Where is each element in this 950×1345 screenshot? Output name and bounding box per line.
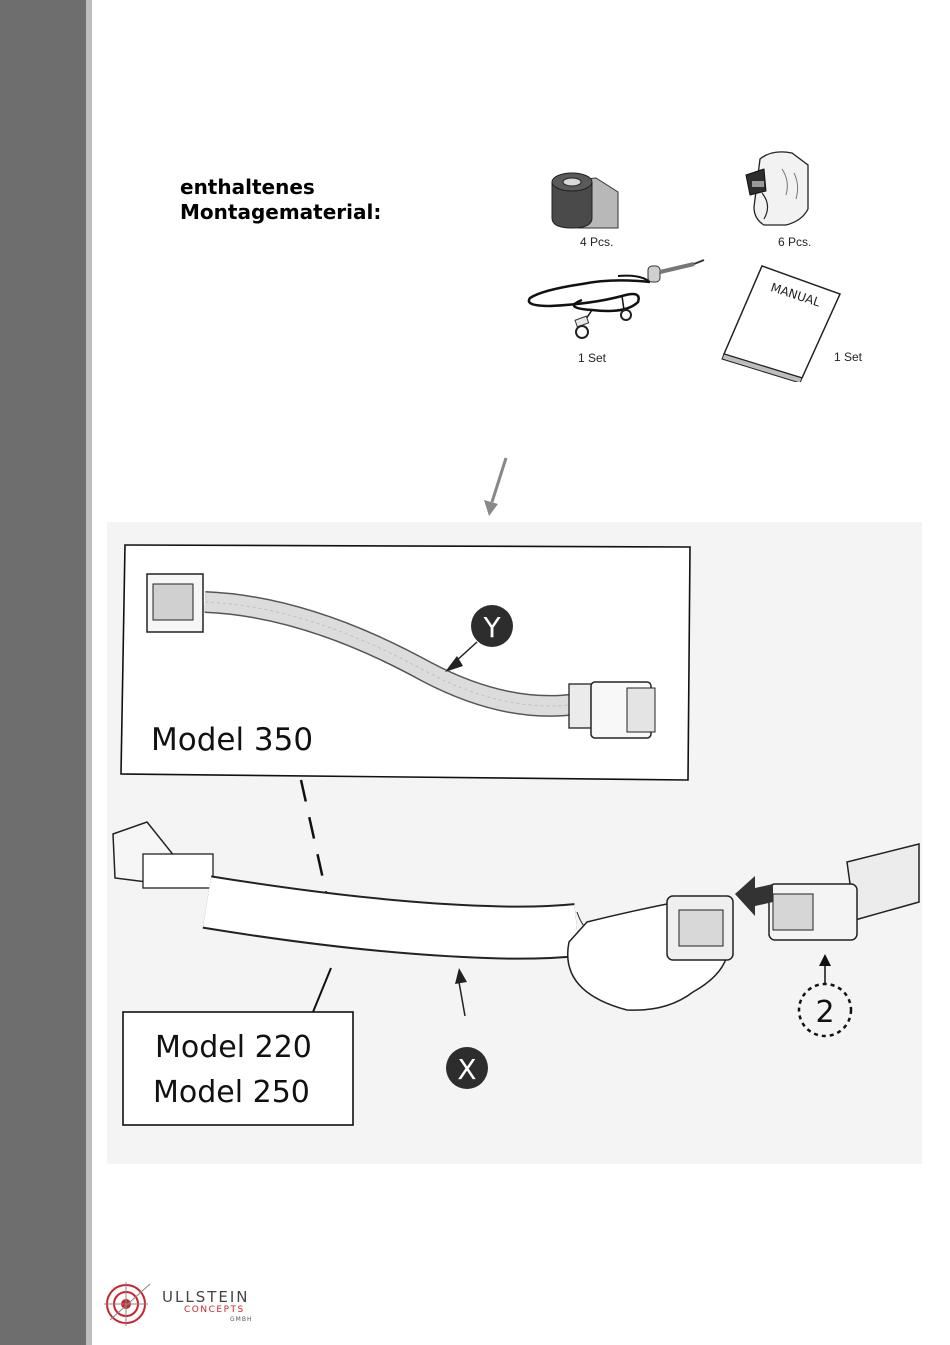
cable-diagram-drawing: Y Model 350 X — [107, 522, 922, 1164]
cable-clip-icon — [742, 147, 814, 229]
materials-heading: enthaltenes Montagematerial: — [180, 175, 381, 225]
cable-diagram: Y Model 350 X — [107, 522, 922, 1164]
pointer-arrow-icon — [480, 456, 510, 518]
target-crosshair-icon — [104, 1280, 152, 1328]
manual-quantity: 1 Set — [834, 350, 862, 364]
sidebar-edge — [86, 0, 92, 1345]
wire-quantity: 1 Set — [578, 351, 606, 365]
clip-quantity: 6 Pcs. — [778, 235, 811, 249]
materials-heading-line2: Montagematerial: — [180, 200, 381, 225]
ground-wire-icon — [522, 252, 710, 344]
cable-y-badge: Y — [482, 611, 501, 644]
manual-booklet-icon: MANUAL — [720, 262, 845, 382]
tape-roll-icon — [548, 170, 623, 232]
connector-plug-icon: 2 — [735, 844, 919, 1036]
left-sidebar-band — [0, 0, 86, 1345]
cable-x-badge: X — [457, 1053, 476, 1086]
tape-quantity: 4 Pcs. — [580, 235, 613, 249]
connector-step-label: 2 — [815, 995, 834, 1030]
materials-heading-line1: enthaltenes — [180, 175, 381, 200]
model-250-label: Model 250 — [153, 1075, 310, 1110]
logo-line-2: CONCEPTS — [184, 1305, 245, 1315]
model-220-label: Model 220 — [155, 1030, 312, 1065]
model-350-label: Model 350 — [151, 722, 313, 758]
logo-line-1: ULLSTEIN — [162, 1288, 250, 1306]
logo-line-3: GMBH — [230, 1316, 252, 1323]
company-logo: ULLSTEIN CONCEPTS GMBH — [104, 1278, 274, 1328]
